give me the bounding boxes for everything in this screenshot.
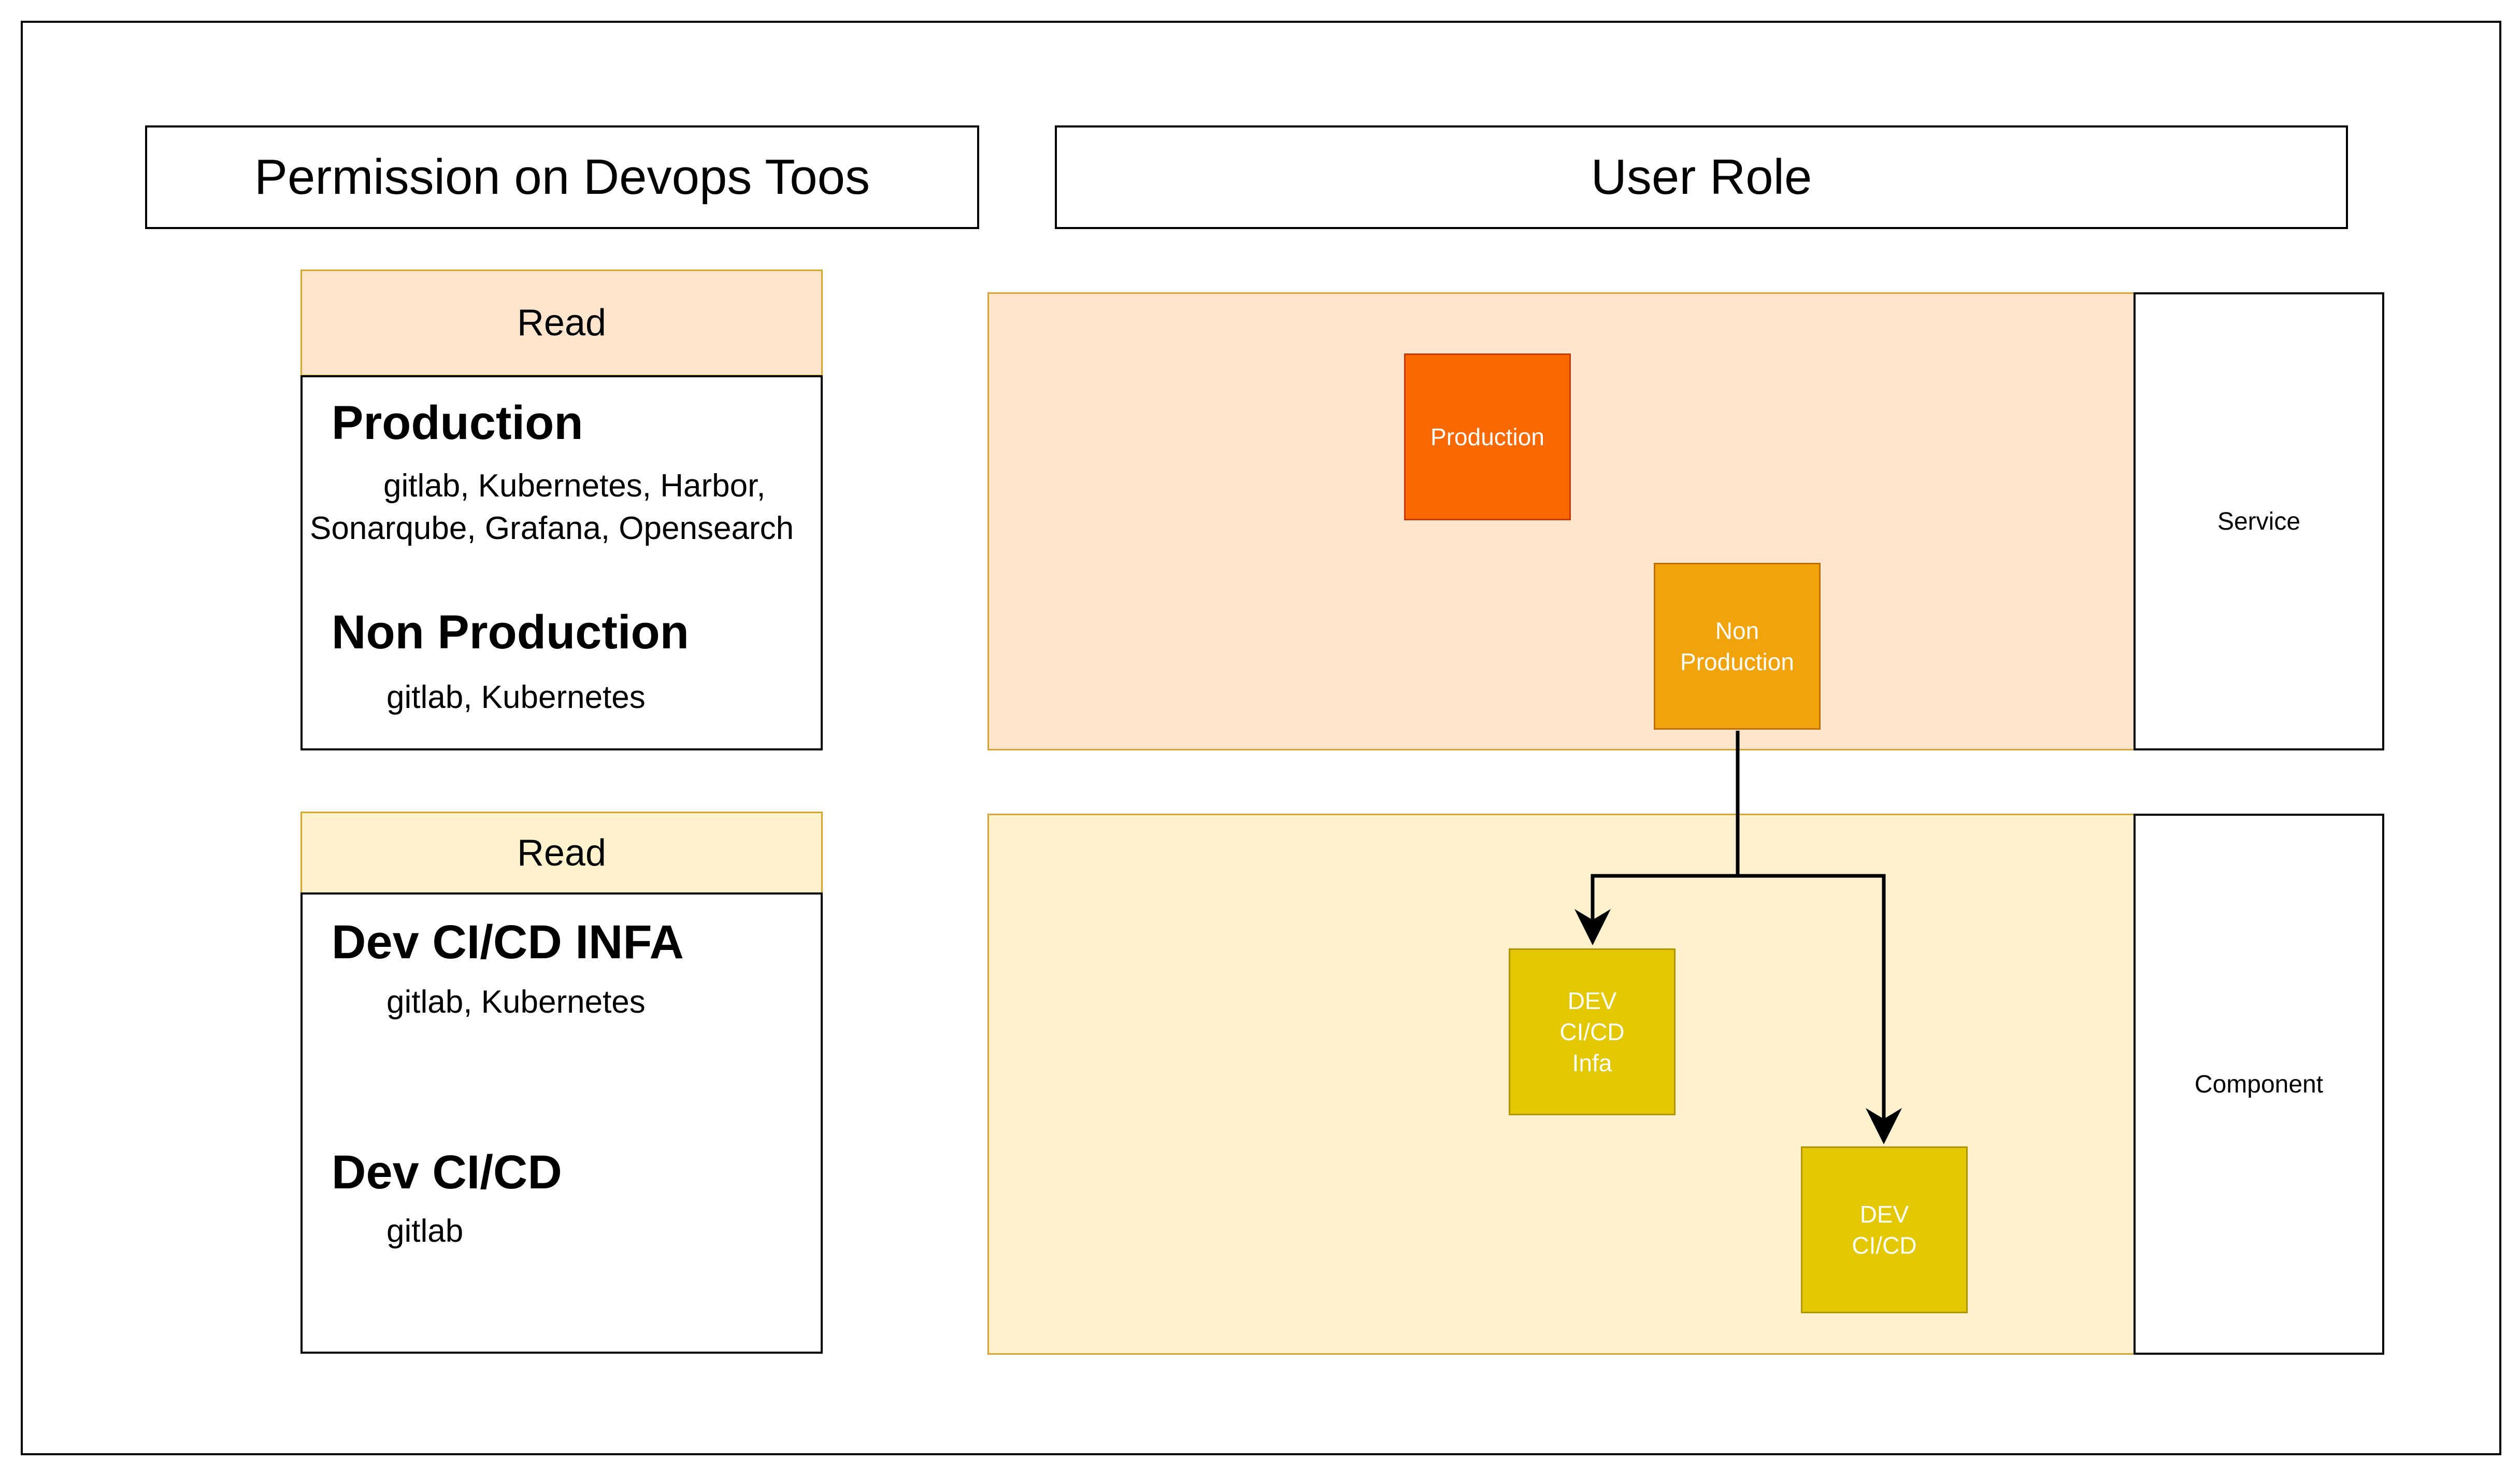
component-label: Component	[2194, 1070, 2324, 1098]
production-node-label: Production	[1430, 423, 1544, 450]
dev-cicd-node: DEV CI/CD	[1801, 1146, 1968, 1313]
permissions-header-text: Permission on Devops Toos	[254, 149, 870, 205]
dev-cicd-infa-node: DEV CI/CD Infa	[1509, 948, 1676, 1115]
non-production-permission-title: Non Production	[332, 606, 689, 659]
non-production-node: Non Production	[1654, 563, 1821, 730]
production-node: Production	[1404, 353, 1571, 520]
service-label-box: Service	[2134, 292, 2384, 750]
permission-group-1-access: Read	[517, 302, 607, 344]
user-role-header-text: User Role	[1591, 149, 1812, 205]
edge-nonprod-to-dev-cicd-infa	[1574, 731, 1740, 945]
production-permission-tools-line2: Sonarqube, Grafana, Opensearch	[310, 510, 794, 546]
dev-cicd-permission-title: Dev CI/CD	[332, 1146, 562, 1199]
permission-group-2-access: Read	[517, 832, 607, 874]
permission-group-2-body: Dev CI/CD INFA gitlab, Kubernetes Dev CI…	[300, 892, 823, 1354]
user-role-header: User Role	[1055, 125, 2348, 229]
production-permission-tools-line1: gitlab, Kubernetes, Harbor,	[383, 468, 766, 504]
production-permission-title: Production	[332, 396, 583, 449]
edge-nonprod-to-dev-cicd	[1738, 874, 1902, 1144]
dev-cicd-infa-permission-tools: gitlab, Kubernetes	[386, 984, 646, 1020]
component-label-box: Component	[2134, 814, 2384, 1355]
non-production-permission-tools: gitlab, Kubernetes	[386, 679, 646, 715]
dev-cicd-infa-node-label: DEV CI/CD Infa	[1559, 987, 1625, 1076]
permissions-header: Permission on Devops Toos	[145, 125, 979, 229]
service-label: Service	[2217, 507, 2301, 535]
permission-group-1-body: Production gitlab, Kubernetes, Harbor, S…	[300, 375, 823, 750]
dev-cicd-permission-tools: gitlab	[386, 1213, 464, 1249]
dev-cicd-infa-permission-title: Dev CI/CD INFA	[332, 916, 684, 969]
dev-cicd-node-label: DEV CI/CD	[1852, 1201, 1917, 1259]
non-production-node-label: Non Production	[1680, 617, 1794, 675]
